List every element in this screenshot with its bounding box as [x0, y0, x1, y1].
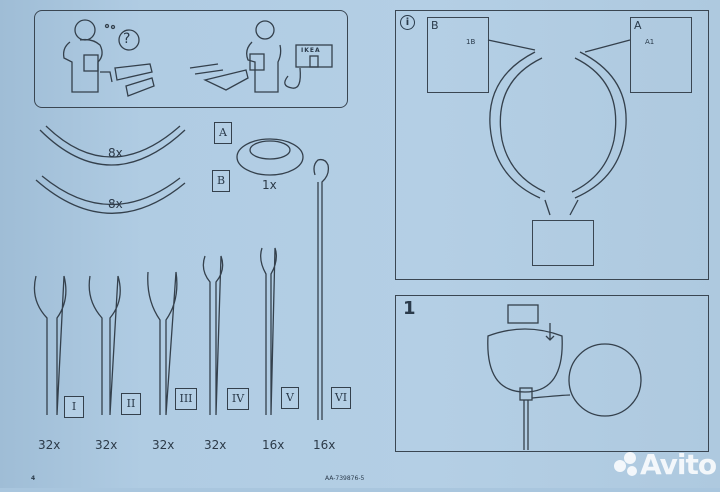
inset-b-label: B [431, 19, 439, 32]
step-1-panel [395, 295, 709, 452]
rod-label-1: I [64, 396, 84, 418]
rod-label-4: IV [227, 388, 249, 410]
help-panel [34, 10, 348, 108]
watermark-text: Avito [640, 448, 717, 481]
inset-a-label: A [634, 19, 642, 32]
rod-quantity-5: 16x [262, 438, 285, 452]
ikea-store-sign: IKEA [301, 47, 321, 54]
info-panel [395, 10, 709, 280]
rod-quantity-6: 16x [313, 438, 336, 452]
chain-a-label: A [214, 122, 232, 144]
rod-quantity-2: 32x [95, 438, 118, 452]
doc-code: AA-739876-5 [325, 475, 365, 482]
inset-b [427, 17, 489, 93]
rod-label-2: II [121, 393, 141, 415]
page-number: 4 [31, 475, 36, 482]
rod-quantity-4: 32x [204, 438, 227, 452]
rod-quantity-3: 32x [152, 438, 175, 452]
info-icon: i [400, 15, 415, 30]
inset-a-tag: A1 [645, 38, 655, 46]
rod-label-3: III [175, 388, 197, 410]
question-mark-icon: ? [123, 31, 131, 47]
avito-logo-icon [614, 452, 638, 476]
inset-a [630, 17, 692, 93]
inset-clip [532, 220, 594, 266]
step-number: 1 [403, 298, 416, 319]
chain-b-quantity: 8x [108, 197, 123, 211]
rod-label-5: V [281, 387, 299, 409]
inset-b-tag: 1B [466, 38, 476, 46]
chain-b-label: B [212, 170, 230, 192]
chain-a-quantity: 8x [108, 146, 123, 160]
rod-label-6: VI [331, 387, 351, 409]
rod-quantity-1: 32x [38, 438, 61, 452]
ring-quantity: 1x [262, 178, 277, 192]
